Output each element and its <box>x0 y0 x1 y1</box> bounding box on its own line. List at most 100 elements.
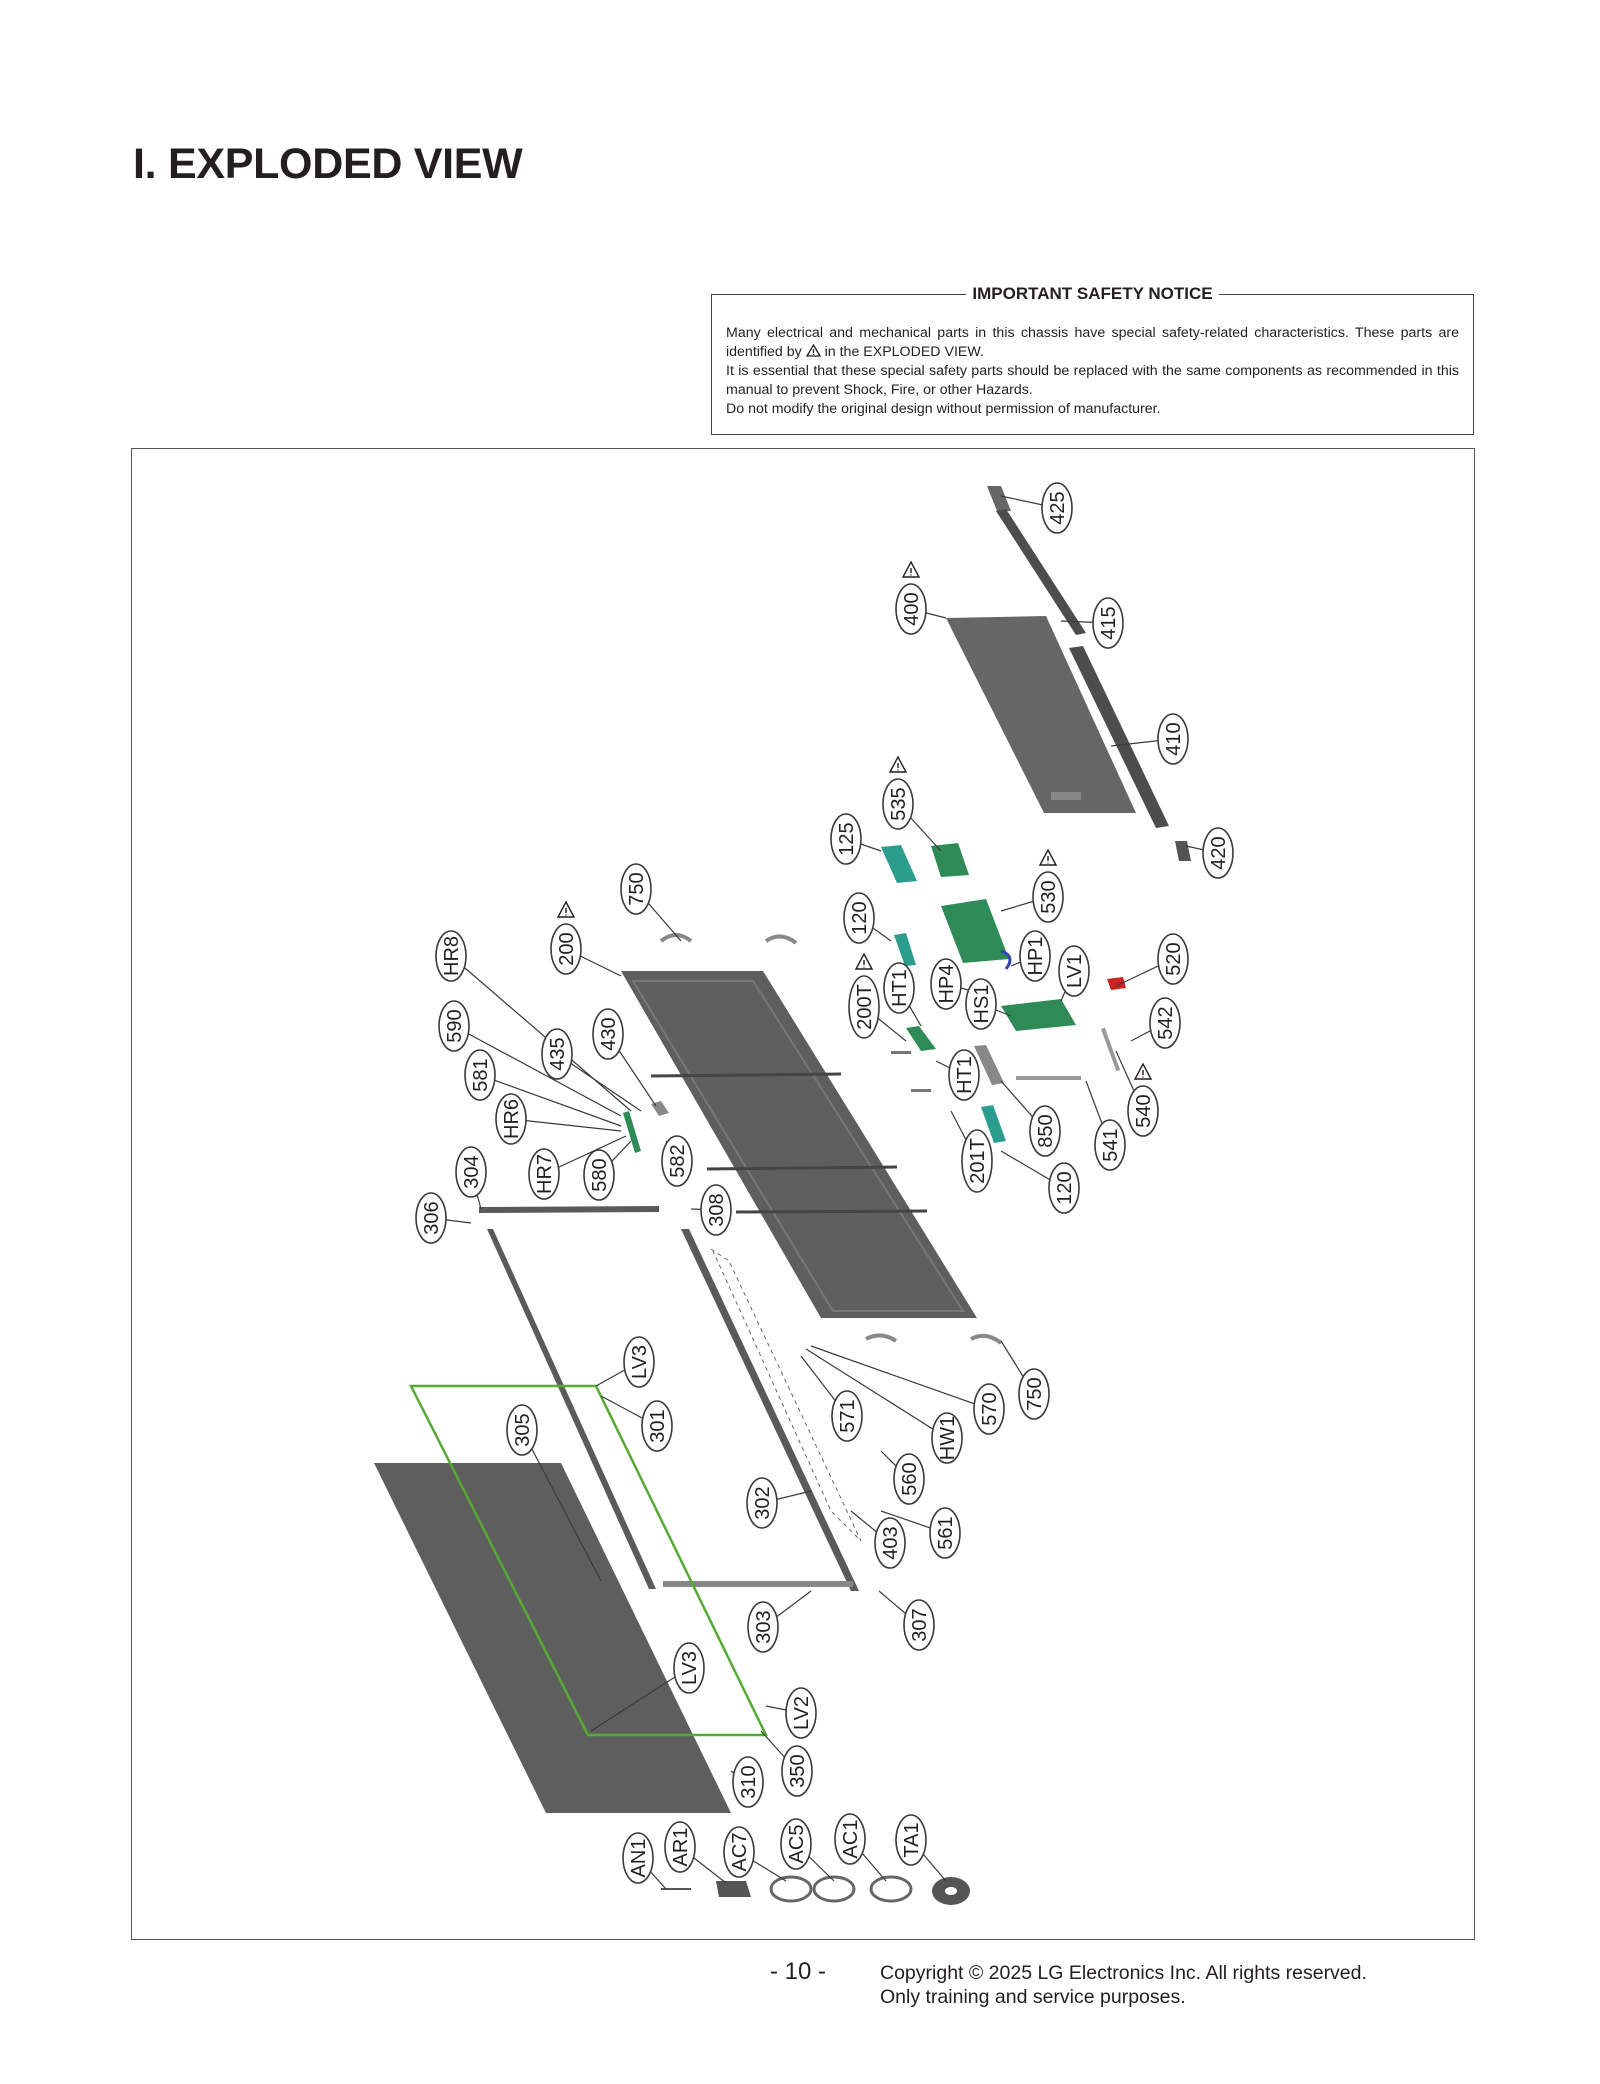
callout-bubble <box>895 583 927 635</box>
callout-label: 571 <box>837 1399 859 1432</box>
callout-420: 420 <box>1202 827 1234 879</box>
callout-bubble <box>438 1000 470 1052</box>
callout-bubble <box>1029 1105 1061 1157</box>
callout-bubble <box>1048 1162 1080 1214</box>
callout-label: 350 <box>787 1754 809 1787</box>
callout-ta1: TA1 <box>895 1814 927 1866</box>
callout-bubble <box>1149 997 1181 1049</box>
callout-530: 530 <box>1032 848 1064 923</box>
module-chassis-part <box>621 971 977 1318</box>
notice-line1-end: in the EXPLODED VIEW. <box>824 344 984 360</box>
callout-hp1: HP1 <box>1019 930 1051 982</box>
callout-560: 560 <box>893 1453 925 1505</box>
safety-notice-paragraph-1: Many electrical and mechanical parts in … <box>726 324 1459 362</box>
callout-label: 420 <box>1208 836 1230 869</box>
callout-542: 542 <box>1149 997 1181 1049</box>
warning-triangle-icon <box>556 900 576 918</box>
callout-bubble <box>780 1818 812 1870</box>
safety-notice-box: IMPORTANT SAFETY NOTICE Many electrical … <box>711 284 1474 435</box>
callout-750: 750 <box>620 863 652 915</box>
warning-triangle-icon <box>805 343 821 357</box>
callout-label: 535 <box>888 787 910 820</box>
callout-ac7: AC7 <box>723 1826 755 1878</box>
callout-415: 415 <box>1092 597 1124 649</box>
callout-bubble <box>1094 1119 1126 1171</box>
leader-line-hr8 <box>450 955 632 1112</box>
callout-303: 303 <box>747 1601 779 1653</box>
callout-bubble <box>620 863 652 915</box>
callout-bubble <box>415 1192 447 1244</box>
callout-label: HR6 <box>501 1099 523 1139</box>
callout-301: 301 <box>641 1400 673 1452</box>
callout-label: 581 <box>470 1058 492 1091</box>
callout-label: HW1 <box>937 1416 959 1460</box>
callout-bubble <box>541 1028 573 1080</box>
callout-bubble <box>528 1148 560 1200</box>
callout-bubble <box>1127 1085 1159 1137</box>
accessory-parts <box>661 1875 970 1905</box>
callout-label: 400 <box>901 592 923 625</box>
copyright-line-1: Copyright © 2025 LG Electronics Inc. All… <box>880 1962 1367 1984</box>
callout-850: 850 <box>1029 1105 1061 1157</box>
callout-bubble <box>895 1814 927 1866</box>
callout-label: 582 <box>667 1144 689 1177</box>
back-cover-part <box>946 616 1136 813</box>
copyright-line-2: Only training and service purposes. <box>880 1986 1186 2008</box>
callout-label: 530 <box>1038 880 1060 913</box>
callout-label: 560 <box>899 1462 921 1495</box>
callout-label: 310 <box>738 1765 760 1798</box>
callout-label: 305 <box>512 1413 534 1446</box>
callout-label: 850 <box>1035 1114 1057 1147</box>
callout-hr6: HR6 <box>495 1093 527 1145</box>
callout-bubble <box>747 1601 779 1653</box>
callout-bubble <box>1041 482 1073 534</box>
safety-notice-paragraph-3: Do not modify the original design withou… <box>726 401 1161 417</box>
callout-125: 125 <box>830 813 862 865</box>
callout-label: 561 <box>935 1516 957 1549</box>
callout-561: 561 <box>929 1507 961 1559</box>
callout-label: 570 <box>979 1392 1001 1425</box>
callout-bubble <box>622 1832 654 1884</box>
callout-hp4: HP4 <box>930 958 962 1010</box>
safety-notice-body: Many electrical and mechanical parts in … <box>726 324 1459 419</box>
callout-label: 303 <box>753 1610 775 1643</box>
callout-bubble <box>435 930 467 982</box>
callout-label: 301 <box>647 1409 669 1442</box>
safety-notice-heading-text: IMPORTANT SAFETY NOTICE <box>966 284 1219 303</box>
callout-label: 307 <box>909 1608 931 1641</box>
callout-label: 120 <box>1054 1171 1076 1204</box>
warning-triangle-icon <box>1038 848 1058 866</box>
callout-hw1: HW1 <box>931 1412 963 1464</box>
callout-bubble <box>883 962 915 1014</box>
callout-403: 403 <box>874 1517 906 1569</box>
back-cover-vent <box>1051 792 1081 800</box>
callout-lv3: LV3 <box>673 1642 705 1694</box>
callout-bubble <box>664 1821 696 1873</box>
callout-label: 520 <box>1163 942 1185 975</box>
callout-310: 310 <box>732 1756 764 1808</box>
callout-520: 520 <box>1157 933 1189 985</box>
callout-590: 590 <box>438 1000 470 1052</box>
callout-306: 306 <box>415 1192 447 1244</box>
callout-bubble <box>1092 597 1124 649</box>
callout-label: 120 <box>849 901 871 934</box>
brackets-part <box>891 1027 1121 1092</box>
callout-bubble <box>641 1400 673 1452</box>
callout-307: 307 <box>903 1599 935 1651</box>
callout-label: 580 <box>589 1158 611 1191</box>
callout-bubble <box>929 1507 961 1559</box>
callout-540: 540 <box>1127 1062 1159 1137</box>
callout-bubble <box>1032 871 1064 923</box>
callout-bubble <box>948 1049 980 1101</box>
callout-label: 306 <box>421 1201 443 1234</box>
leader-line-590 <box>453 1025 622 1117</box>
callout-label: LV3 <box>629 1345 651 1379</box>
callout-bubble <box>965 978 997 1030</box>
callout-581: 581 <box>464 1049 496 1101</box>
callout-label: 302 <box>752 1486 774 1519</box>
callout-bubble <box>1018 1368 1050 1420</box>
callout-bubble <box>848 975 880 1039</box>
callout-535: 535 <box>882 755 914 830</box>
callout-label: 308 <box>706 1193 728 1226</box>
